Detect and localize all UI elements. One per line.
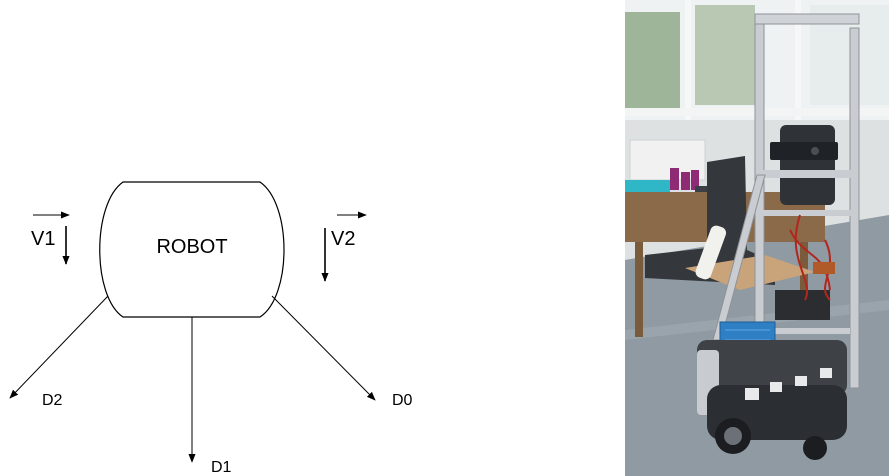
robot-direction-diagram: ROBOT D2 D1 D0 V1 V2 — [9, 181, 413, 476]
camera — [770, 142, 838, 160]
velocity-v1: V1 — [31, 211, 70, 265]
robot-body: ROBOT — [99, 181, 285, 318]
direction-label-d1: D1 — [211, 459, 232, 476]
direction-ray-d0: D0 — [271, 295, 413, 409]
direction-label-d2: D2 — [42, 392, 63, 409]
direction-ray-d1: D1 — [188, 317, 232, 476]
velocity-v2: V2 — [321, 211, 367, 282]
robot-frame — [712, 13, 860, 390]
velocity-label-v2: V2 — [331, 228, 355, 250]
electronics-board — [775, 290, 830, 320]
robot-photo — [625, 0, 889, 476]
velocity-label-v1: V1 — [31, 228, 55, 250]
chair-back — [780, 125, 835, 205]
robot-label: ROBOT — [156, 236, 227, 258]
direction-ray-d2: D2 — [9, 295, 109, 409]
direction-label-d0: D0 — [392, 392, 413, 409]
robot-base — [697, 340, 847, 460]
antenna — [695, 225, 727, 280]
